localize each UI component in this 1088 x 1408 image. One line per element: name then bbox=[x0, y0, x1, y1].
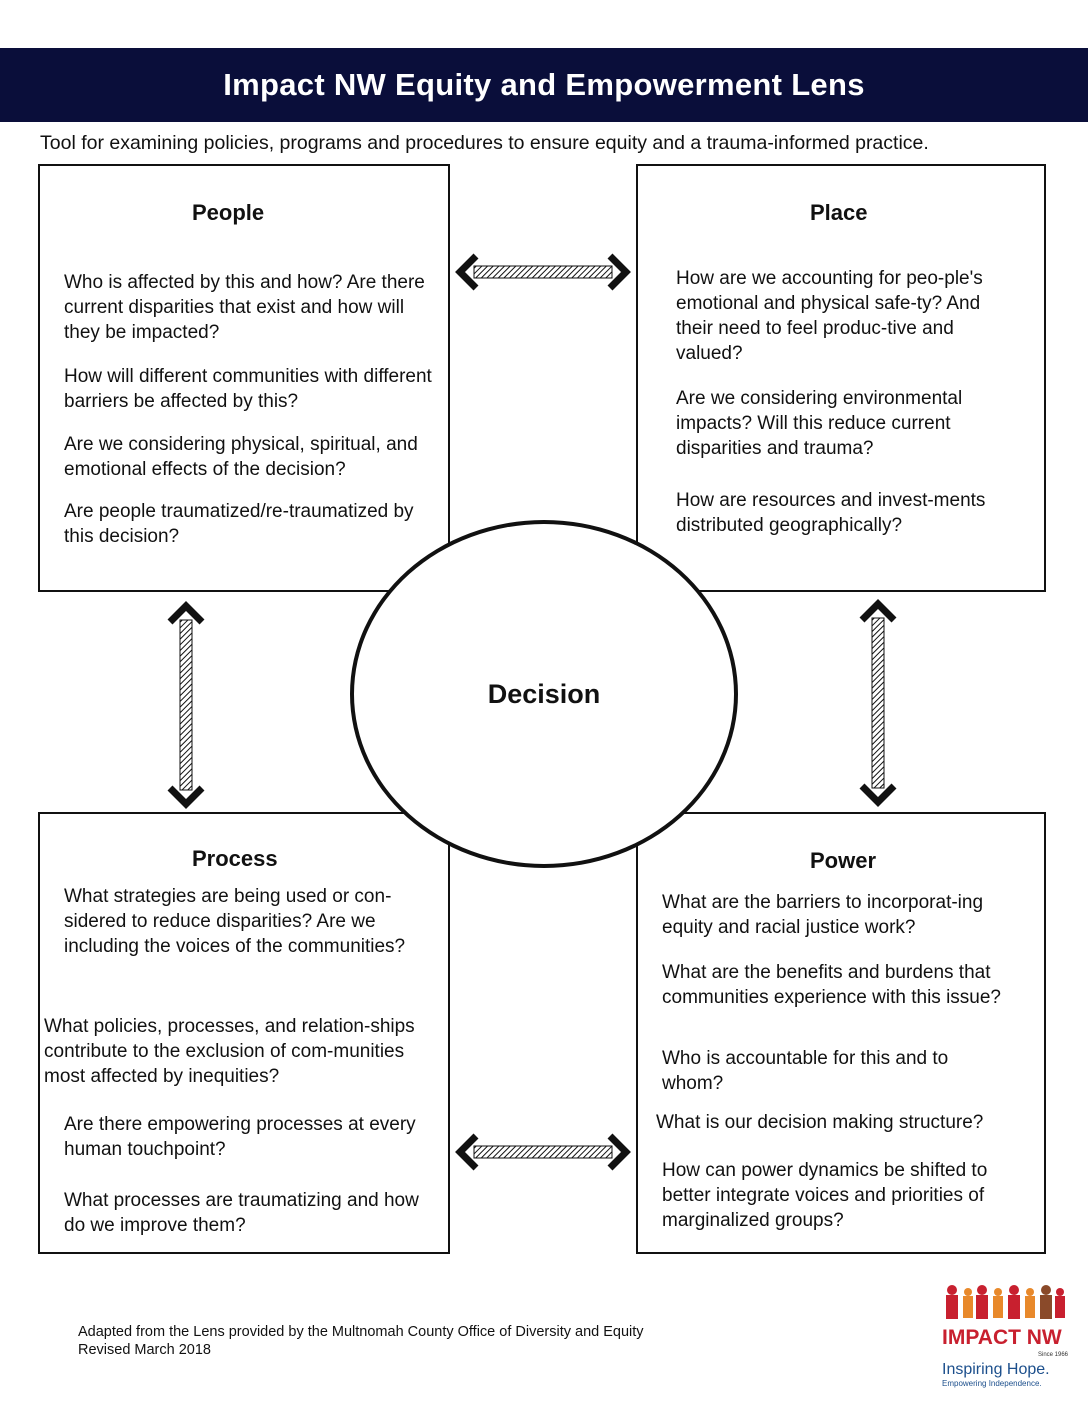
decision-circle: Decision bbox=[350, 520, 738, 868]
power-title: Power bbox=[810, 848, 877, 873]
footer-revised: Revised March 2018 bbox=[78, 1342, 211, 1358]
title-banner: Impact NW Equity and Empowerment Lens bbox=[0, 48, 1088, 122]
decision-label: Decision bbox=[487, 678, 601, 709]
double-arrow-icon bbox=[167, 601, 205, 809]
people-item: Who is affected by this and how? Are the… bbox=[64, 272, 425, 343]
people-item: Are people traumatized/re-traumatized by… bbox=[64, 501, 414, 547]
people-title: People bbox=[192, 200, 265, 225]
place-title: Place bbox=[810, 200, 868, 225]
process-box: Process What strategies are being used o… bbox=[38, 812, 450, 1254]
page-subtitle: Tool for examining policies, programs an… bbox=[40, 132, 929, 154]
logo-name: IMPACT NW bbox=[942, 1326, 1062, 1349]
impact-nw-logo: IMPACT NW Since 1966 Inspiring Hope. Emp… bbox=[940, 1280, 1070, 1400]
process-item: Are there empowering processes at every … bbox=[64, 1114, 416, 1160]
place-box: Place How are we accounting for peo-ple'… bbox=[636, 164, 1046, 592]
process-item: What strategies are being used or con-si… bbox=[64, 886, 406, 957]
place-item: How are we accounting for peo-ple's emot… bbox=[676, 268, 983, 364]
logo-tagline: Inspiring Hope. bbox=[942, 1361, 1050, 1378]
logo-since: Since 1966 bbox=[1038, 1352, 1069, 1358]
process-title: Process bbox=[192, 846, 278, 871]
people-figures-icon: IMPACT NW Since 1966 Inspiring Hope. Emp… bbox=[942, 1285, 1069, 1388]
process-item: What processes are traumatizing and how … bbox=[64, 1190, 419, 1236]
place-item: Are we considering environmental impacts… bbox=[676, 388, 963, 459]
double-arrow-icon bbox=[455, 253, 631, 291]
people-box: People Who is affected by this and how? … bbox=[38, 164, 450, 592]
people-item: Are we considering physical, spiritual, … bbox=[64, 434, 418, 480]
page-title: Impact NW Equity and Empowerment Lens bbox=[223, 67, 865, 102]
power-box: Power What are the barriers to incorpora… bbox=[636, 812, 1046, 1254]
process-item: What policies, processes, and relation-s… bbox=[44, 1016, 415, 1087]
people-item: How will different communities with diff… bbox=[64, 366, 432, 412]
power-item: How can power dynamics be shifted to bet… bbox=[662, 1160, 988, 1231]
double-arrow-icon bbox=[455, 1133, 631, 1171]
power-item: What are the barriers to incorporat-ing … bbox=[662, 892, 984, 938]
power-item: Who is accountable for this and to whom? bbox=[662, 1048, 949, 1094]
footer-note: Adapted from the Lens provided by the Mu… bbox=[78, 1323, 644, 1359]
footer-credit: Adapted from the Lens provided by the Mu… bbox=[78, 1324, 644, 1340]
power-item: What is our decision making structure? bbox=[656, 1112, 984, 1133]
power-item: What are the benefits and burdens that c… bbox=[662, 962, 1001, 1008]
logo-subtagline: Empowering Independence. bbox=[942, 1379, 1042, 1388]
double-arrow-icon bbox=[859, 599, 897, 807]
place-item: How are resources and invest-ments distr… bbox=[676, 490, 986, 536]
